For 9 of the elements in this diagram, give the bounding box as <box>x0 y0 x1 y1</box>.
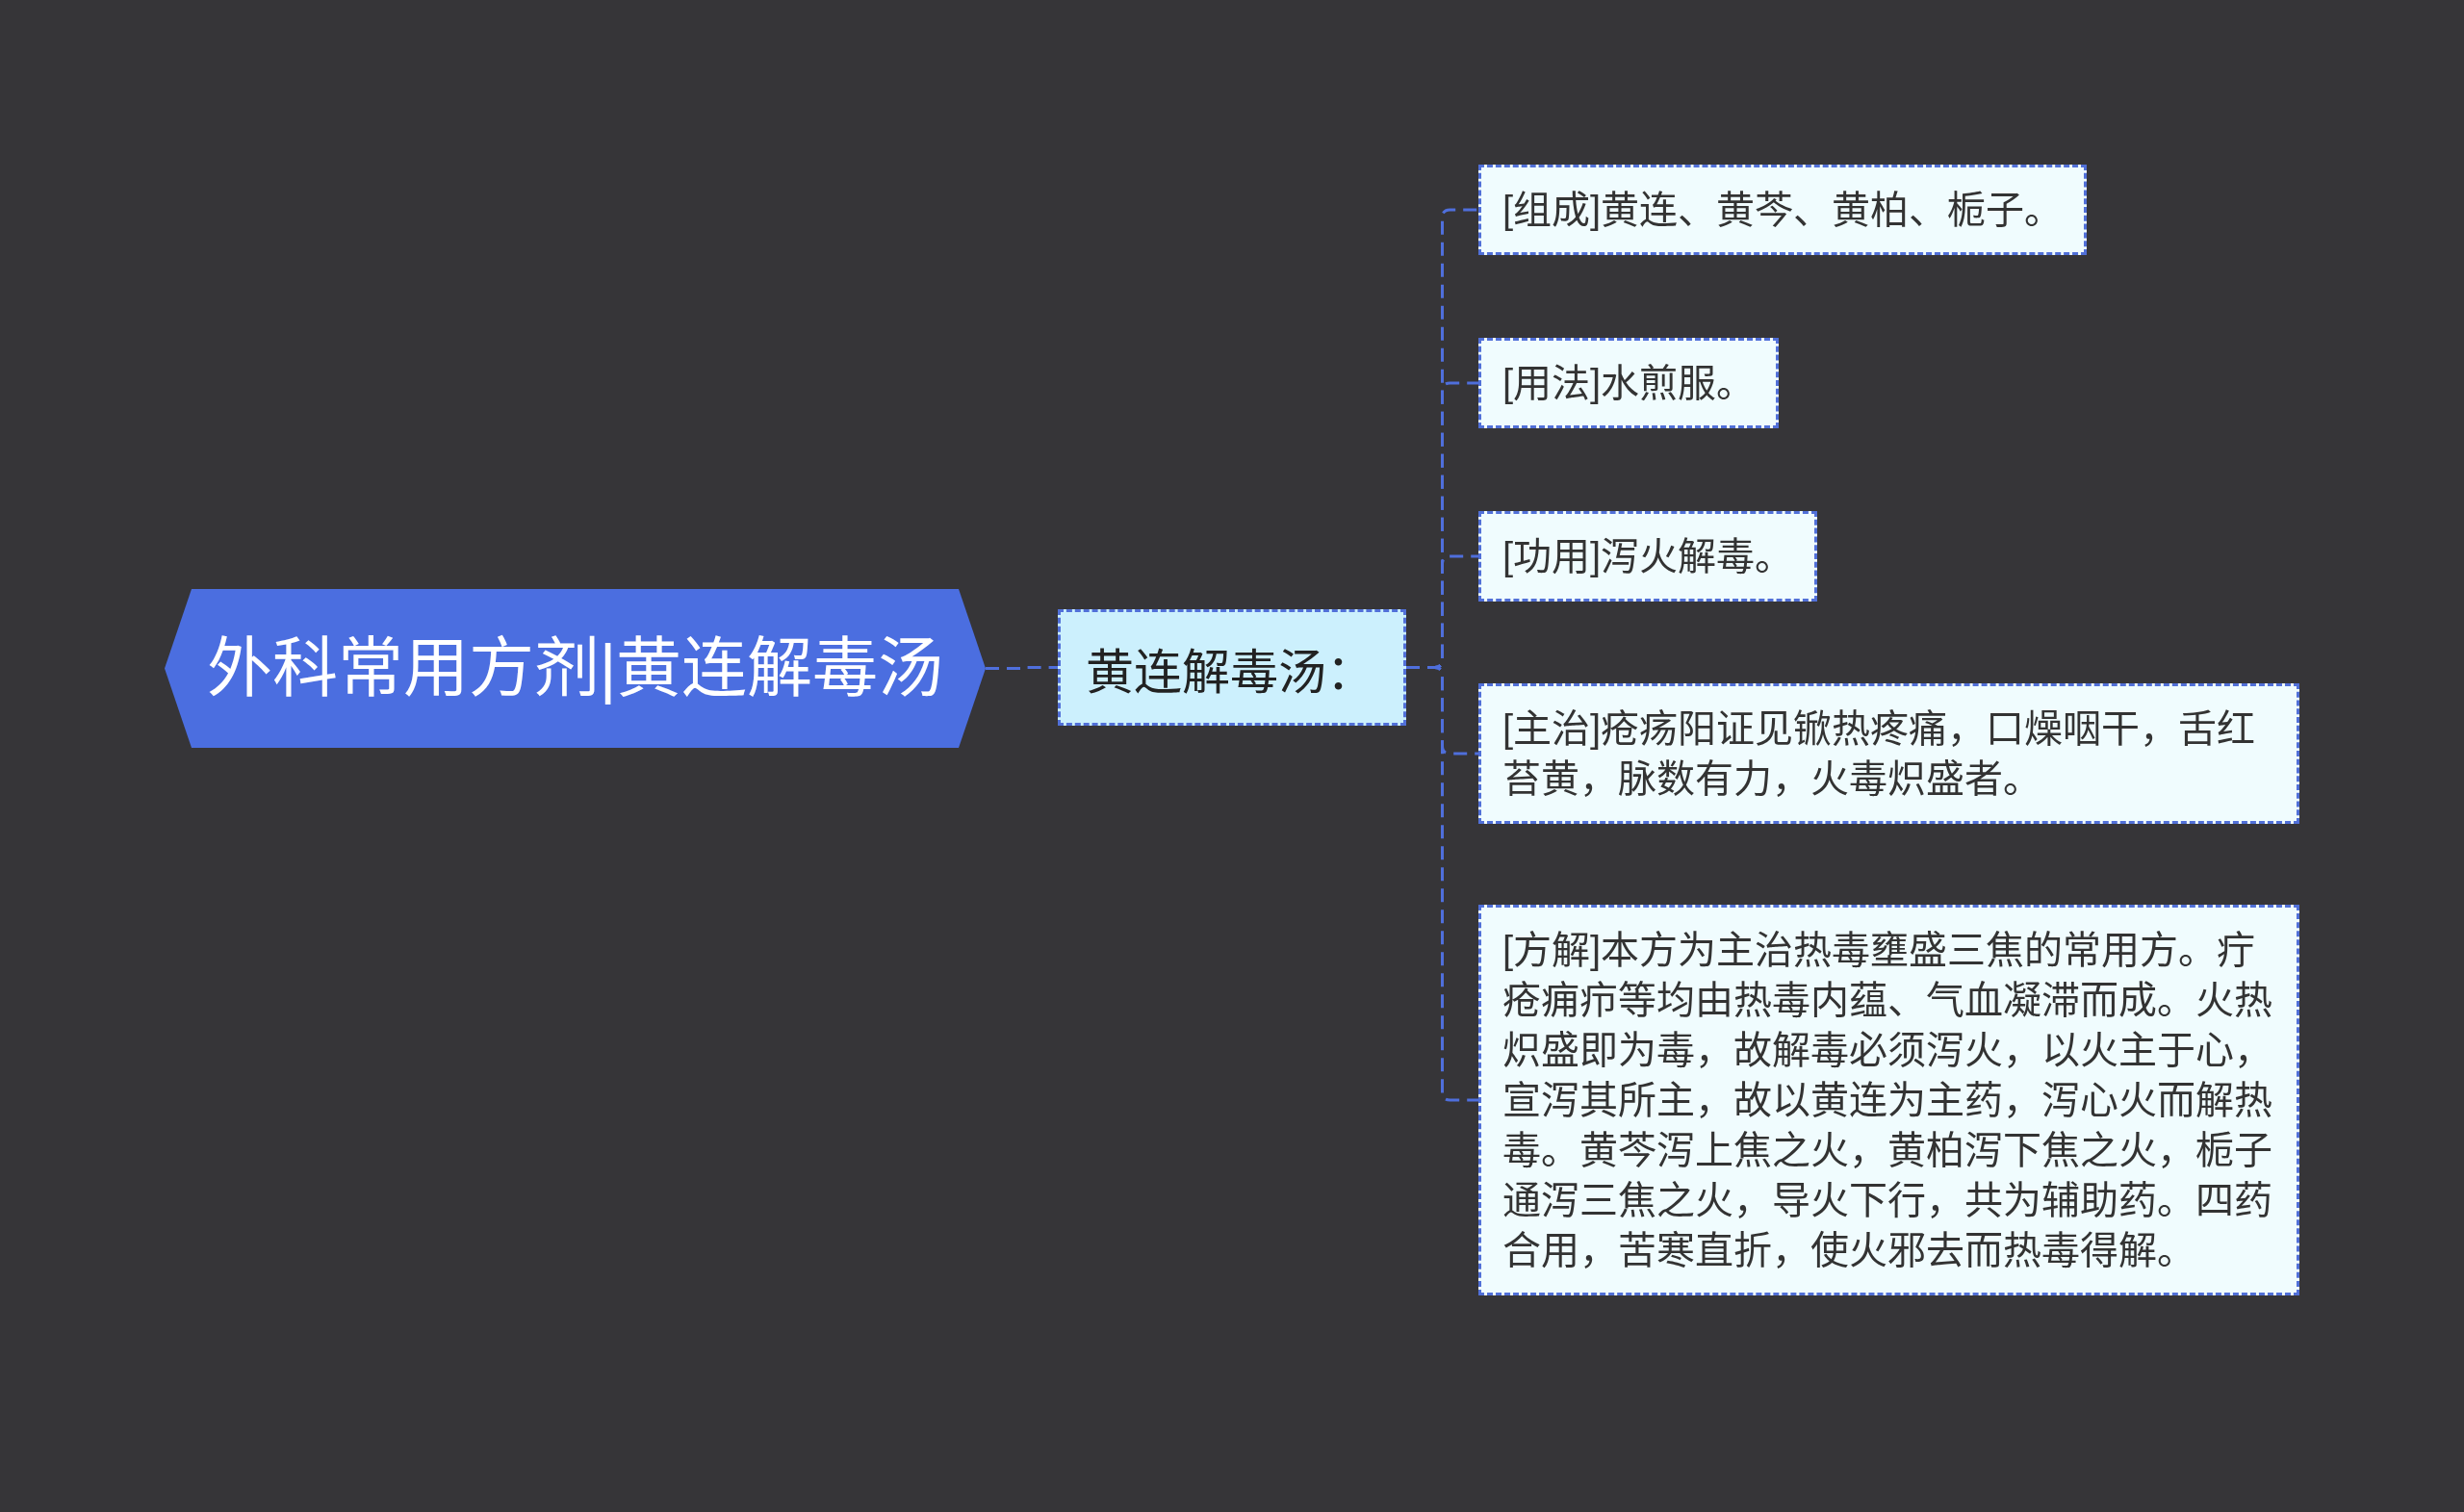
note-box: [功用]泻火解毒。 <box>1478 511 1818 602</box>
hexagon-node: 外科常用方剂|黄连解毒汤 <box>165 589 986 748</box>
note-box: [方解]本方为主治热毒壅盛三焦的常用方。疔疮痈疖等均由热毒内蕴、气血凝滞而成。火热炽盛即为毒，故解毒必须泻火，以火主于心，宣泻其所主，故以黄连为主药，泻心火而解热毒。黄芩泻上焦之火，黄柏泻下焦之火，栀子通泻三焦之火，导火下行，共为辅助药。四药合用，苦寒直折，使火邪去而热毒得解。 <box>1478 905 2299 1295</box>
topic-box: 黄连解毒汤： <box>1058 609 1406 726</box>
connector <box>986 666 1058 670</box>
connector <box>1406 666 1478 1102</box>
note-box: [组成]黄连、黄芩、黄柏、栀子。 <box>1478 165 2088 255</box>
note-box: [用法]水煎服。 <box>1478 338 1780 428</box>
note-box: [主治]疮疡阳证见锨热疼痛，口燥咽干，舌红苔黄，脉数有力，火毒炽盛者。 <box>1478 683 2299 824</box>
